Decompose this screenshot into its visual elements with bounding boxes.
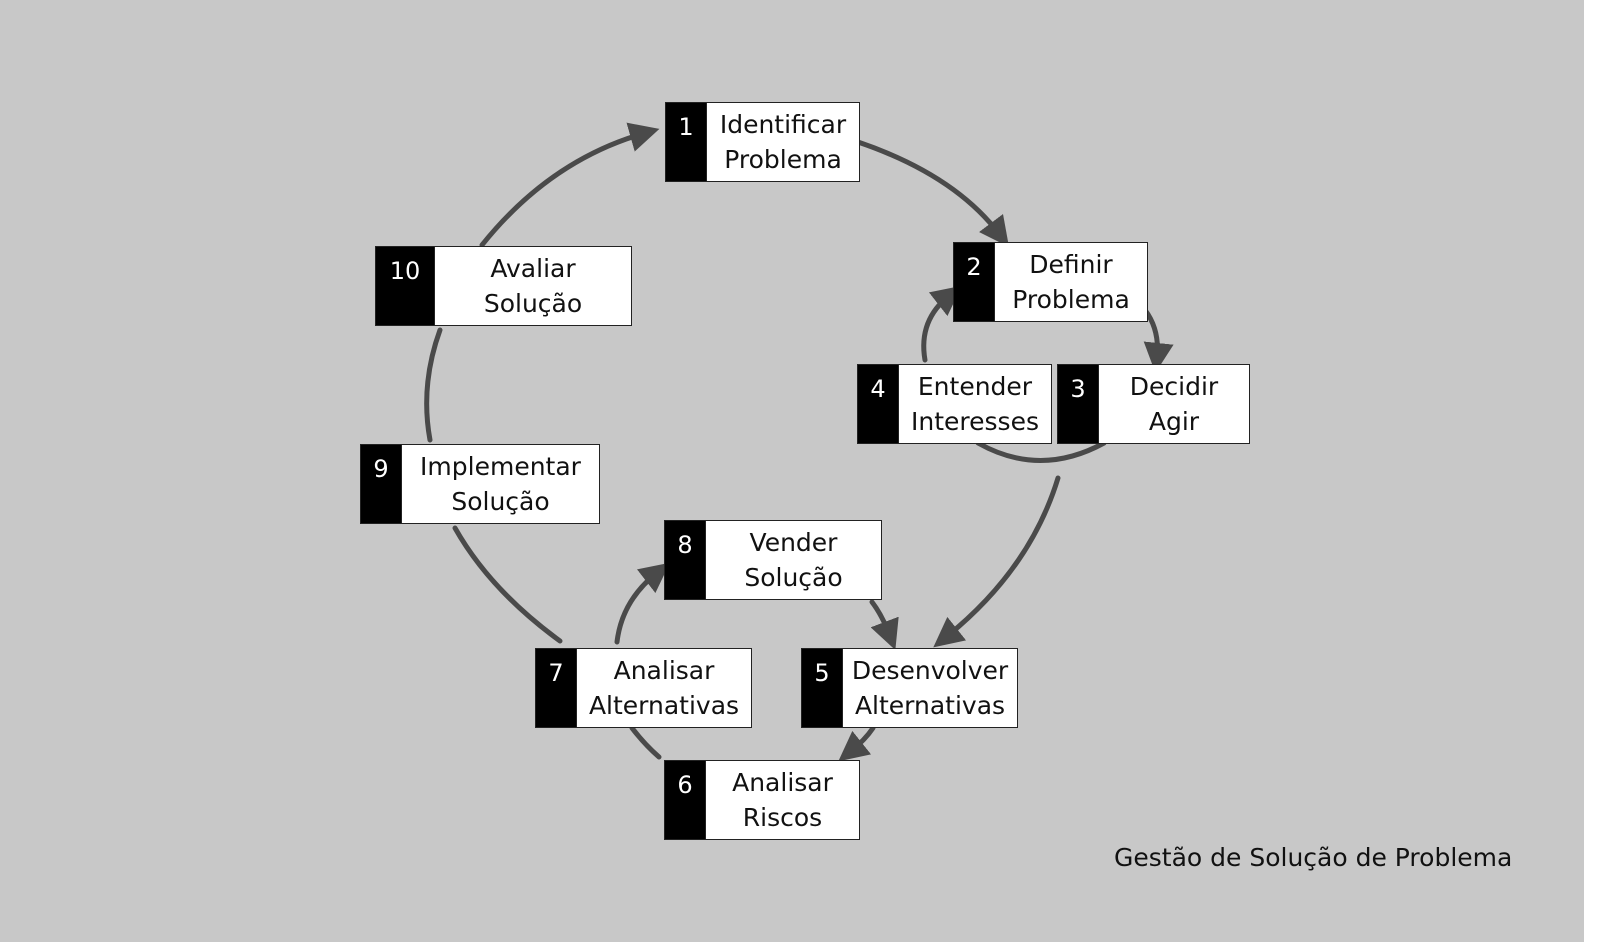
step-9: 9 Implementar Solução <box>360 444 600 524</box>
arrow-9-to-10 <box>424 327 443 443</box>
step-label-line1: Identificar <box>719 110 847 139</box>
step-label-line1: Avaliar <box>490 254 576 283</box>
step-10: 10 Avaliar Solução <box>375 246 632 326</box>
step-label-line1: Analisar <box>732 768 833 797</box>
step-1: 1 Identificar Problema <box>665 102 860 182</box>
arrow-3-to-4 <box>975 440 1107 463</box>
step-4: 4 Entender Interesses <box>857 364 1052 444</box>
step-label-line2: Solução <box>451 487 550 516</box>
arrow-4-to-2 <box>921 285 962 363</box>
step-label-line1: Definir <box>1029 250 1113 279</box>
step-number: 5 <box>801 648 843 728</box>
step-number: 8 <box>664 520 706 600</box>
arrow-7-to-9 <box>452 525 563 644</box>
step-number: 6 <box>664 760 706 840</box>
step-7: 7 Analisar Alternativas <box>535 648 752 728</box>
diagram-title: Gestão de Solução de Problema <box>1114 843 1513 872</box>
step-number: 4 <box>857 364 899 444</box>
arrow-8-to-5 <box>869 599 899 651</box>
step-label: Identificar Problema <box>706 102 860 182</box>
step-label: Analisar Riscos <box>705 760 860 840</box>
step-6: 6 Analisar Riscos <box>664 760 860 840</box>
step-label: Desenvolver Alternativas <box>842 648 1018 728</box>
step-label-line2: Solução <box>483 289 583 318</box>
step-number: 10 <box>375 246 435 326</box>
step-label-line1: Implementar <box>420 452 581 481</box>
step-label-line1: Entender <box>917 372 1033 401</box>
arrow-1-to-2 <box>855 139 1010 247</box>
step-number: 1 <box>665 102 707 182</box>
step-label-line2: Agir <box>1148 407 1200 436</box>
step-label: Entender Interesses <box>898 364 1052 444</box>
arrow-3-to-5 <box>933 475 1061 648</box>
step-2: 2 Definir Problema <box>953 242 1148 322</box>
step-label: Definir Problema <box>994 242 1148 322</box>
step-label-line1: Desenvolver <box>851 656 1009 685</box>
arrow-5-to-6 <box>838 725 876 762</box>
step-label: Implementar Solução <box>401 444 600 524</box>
step-label-line1: Decidir <box>1129 372 1219 401</box>
arrow-6-to-7 <box>629 725 662 760</box>
step-number: 9 <box>360 444 402 524</box>
step-label-line2: Problema <box>1012 285 1130 314</box>
step-8: 8 Vender Solução <box>664 520 882 600</box>
step-label: Avaliar Solução <box>434 246 632 326</box>
step-label: Vender Solução <box>705 520 882 600</box>
step-label-line2: Interesses <box>911 407 1039 436</box>
arrow-10-to-1 <box>479 122 660 248</box>
step-label-line2: Solução <box>744 563 843 592</box>
step-label-line1: Vender <box>749 528 838 557</box>
step-label-line2: Riscos <box>742 803 823 832</box>
step-number: 3 <box>1057 364 1099 444</box>
step-label-line1: Analisar <box>613 656 715 685</box>
step-3: 3 Decidir Agir <box>1057 364 1250 444</box>
step-5: 5 Desenvolver Alternativas <box>801 648 1018 728</box>
step-label-line2: Problema <box>724 145 842 174</box>
step-number: 7 <box>535 648 577 728</box>
step-label: Analisar Alternativas <box>576 648 752 728</box>
step-label-line2: Alternativas <box>854 691 1006 720</box>
arrow-7-to-8 <box>614 562 670 645</box>
step-number: 2 <box>953 242 995 322</box>
step-label: Decidir Agir <box>1098 364 1250 444</box>
step-label-line2: Alternativas <box>588 691 740 720</box>
